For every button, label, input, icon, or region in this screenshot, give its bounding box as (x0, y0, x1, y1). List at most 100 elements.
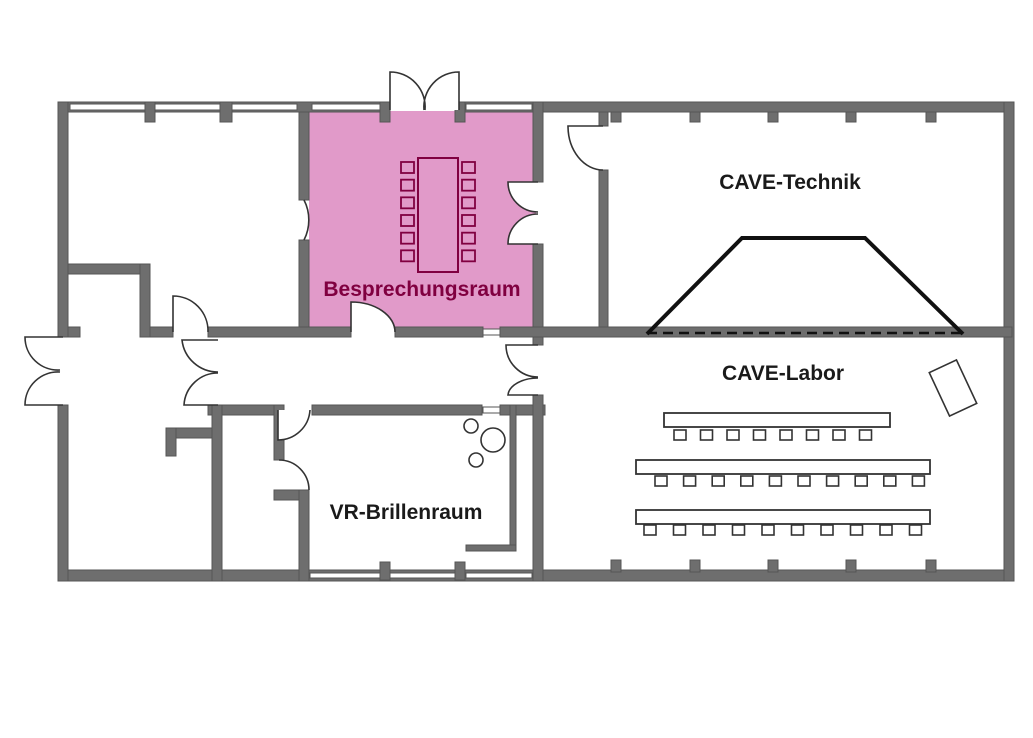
wall-inner (67, 326, 81, 338)
label-vr-brillenraum: VR-Brillenraum (330, 501, 483, 524)
doors (24, 71, 604, 491)
wall-inner (598, 111, 609, 127)
window-bottom-3 (465, 572, 533, 579)
desk-row (635, 509, 931, 525)
pillar (144, 101, 156, 123)
pillar (925, 559, 937, 573)
door-corridor-left (181, 339, 219, 406)
label-besprechungsraum: Besprechungsraum (323, 278, 520, 301)
meeting-chair-right (461, 161, 476, 174)
wall-inner (509, 404, 517, 546)
desk-chair (825, 475, 840, 487)
wall-inner (139, 263, 151, 338)
desk-chair (673, 429, 687, 441)
label-cave-labor: CAVE-Labor (722, 362, 844, 385)
meeting-table (400, 157, 476, 273)
window-inner (482, 328, 501, 336)
desk-chair (739, 475, 754, 487)
desk-chair (797, 475, 811, 487)
cave-screen-walls (645, 236, 965, 336)
wall-corridor-top (207, 326, 352, 338)
window-top-4 (311, 103, 383, 111)
desk-chair (726, 429, 740, 441)
desk-chair (731, 524, 746, 536)
desk-chair (761, 524, 775, 536)
desk-chair (832, 429, 846, 441)
meeting-chair-right (461, 249, 476, 263)
cave-screen-outline (645, 236, 965, 336)
meeting-table-top (417, 157, 459, 273)
pillar (379, 101, 391, 123)
desk-chair (682, 475, 697, 487)
meeting-chair-left (400, 249, 415, 263)
door-small-room (567, 125, 604, 171)
door-left-double (24, 336, 63, 406)
window-top-1 (69, 103, 146, 111)
wall-inner (532, 394, 544, 582)
wall-corridor-top (394, 326, 484, 338)
door-vr-side (278, 459, 310, 491)
meeting-chair-left (400, 214, 415, 227)
pillar (689, 111, 701, 123)
window-bottom-2 (389, 572, 456, 579)
desk-row (663, 412, 891, 428)
desk-chair (643, 524, 657, 536)
pillar (767, 111, 779, 123)
meeting-chair-left (400, 178, 415, 192)
desk-chair (805, 429, 820, 441)
desk-chair (779, 429, 793, 441)
door-meeting-bottom (350, 301, 396, 333)
desk-chair (672, 524, 687, 536)
wall-inner (298, 239, 310, 338)
pillar (845, 559, 857, 573)
desk-chair (879, 524, 893, 536)
wall-inner (165, 427, 177, 457)
desk-chair (768, 475, 783, 487)
pillar (219, 101, 233, 123)
desk-chair (654, 475, 668, 487)
pillar (610, 559, 622, 573)
desk-chair (882, 475, 897, 487)
window-top-5 (465, 103, 533, 111)
wall-right (1003, 101, 1015, 582)
desk-chair (849, 524, 864, 536)
desk-chair (820, 524, 834, 536)
wall-inner (532, 101, 544, 183)
projector-icon (928, 358, 978, 418)
pillar (845, 111, 857, 123)
wall-inner (465, 544, 517, 552)
desk-chair (702, 524, 716, 536)
meeting-chair-right (461, 178, 476, 192)
meeting-chair-left (400, 161, 415, 174)
desk-rows (635, 412, 931, 536)
wall-inner (532, 243, 544, 338)
desk-chair (711, 475, 726, 487)
pillar (925, 111, 937, 123)
window-top-3 (231, 103, 298, 111)
besprechungsraum-fill (309, 111, 536, 329)
wall-inner (298, 489, 310, 582)
door-meeting-left (303, 199, 310, 241)
desk-chair (854, 475, 869, 487)
desk-chair (858, 429, 873, 441)
wall-inner (598, 169, 609, 331)
desk-chair (908, 524, 923, 536)
meeting-chair-left (400, 196, 415, 210)
desk-row (635, 459, 931, 475)
pillar (610, 111, 622, 123)
pillar (689, 559, 701, 573)
wall-inner (211, 404, 223, 582)
meeting-chair-right (461, 231, 476, 245)
meeting-chair-left (400, 231, 415, 245)
vr-object-large (480, 427, 506, 453)
meeting-chair-right (461, 214, 476, 227)
door-vr-top (277, 409, 311, 441)
pillar (379, 561, 391, 581)
door-cave-labor (505, 344, 539, 396)
wall-inner (67, 263, 149, 275)
wall-left-upper (57, 101, 69, 338)
desk-chair (790, 524, 805, 536)
door-meeting-right (507, 181, 539, 245)
vr-object-small (468, 452, 484, 468)
